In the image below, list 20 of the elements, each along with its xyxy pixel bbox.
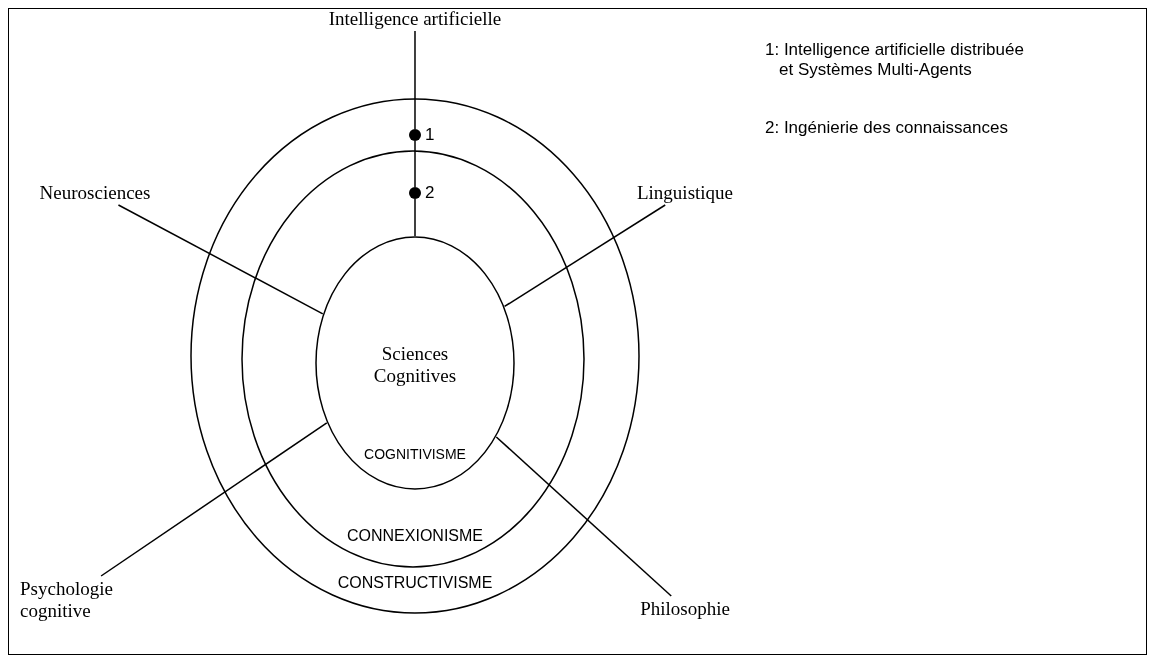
- connector-line: [100, 422, 328, 577]
- footnote-text: 1: Intelligence artificielle distribuée et Systèmes Multi-Agents: [765, 40, 1025, 80]
- school-label: CONNEXIONISME: [347, 527, 483, 544]
- school-label: COGNITIVISME: [364, 446, 466, 462]
- discipline-label: Psychologie cognitive: [20, 578, 130, 626]
- discipline-label: Linguistique: [625, 182, 745, 208]
- callout-number: 2: [425, 184, 435, 202]
- discipline-label: Neurosciences: [30, 182, 160, 208]
- connector-line: [414, 140, 416, 188]
- discipline-label: Intelligence artificielle: [300, 8, 530, 34]
- footnote-text: 2: Ingénierie des connaissances: [765, 118, 1009, 138]
- connector-line: [503, 204, 666, 308]
- connector-line: [414, 30, 416, 130]
- connector-line: [495, 436, 672, 597]
- connector-line: [414, 198, 416, 237]
- callout-number: 1: [425, 126, 435, 144]
- connector-line: [117, 204, 324, 315]
- center-label: Sciences Cognitives: [373, 343, 457, 386]
- discipline-label: Philosophie: [630, 598, 740, 624]
- school-label: CONSTRUCTIVISME: [337, 574, 493, 591]
